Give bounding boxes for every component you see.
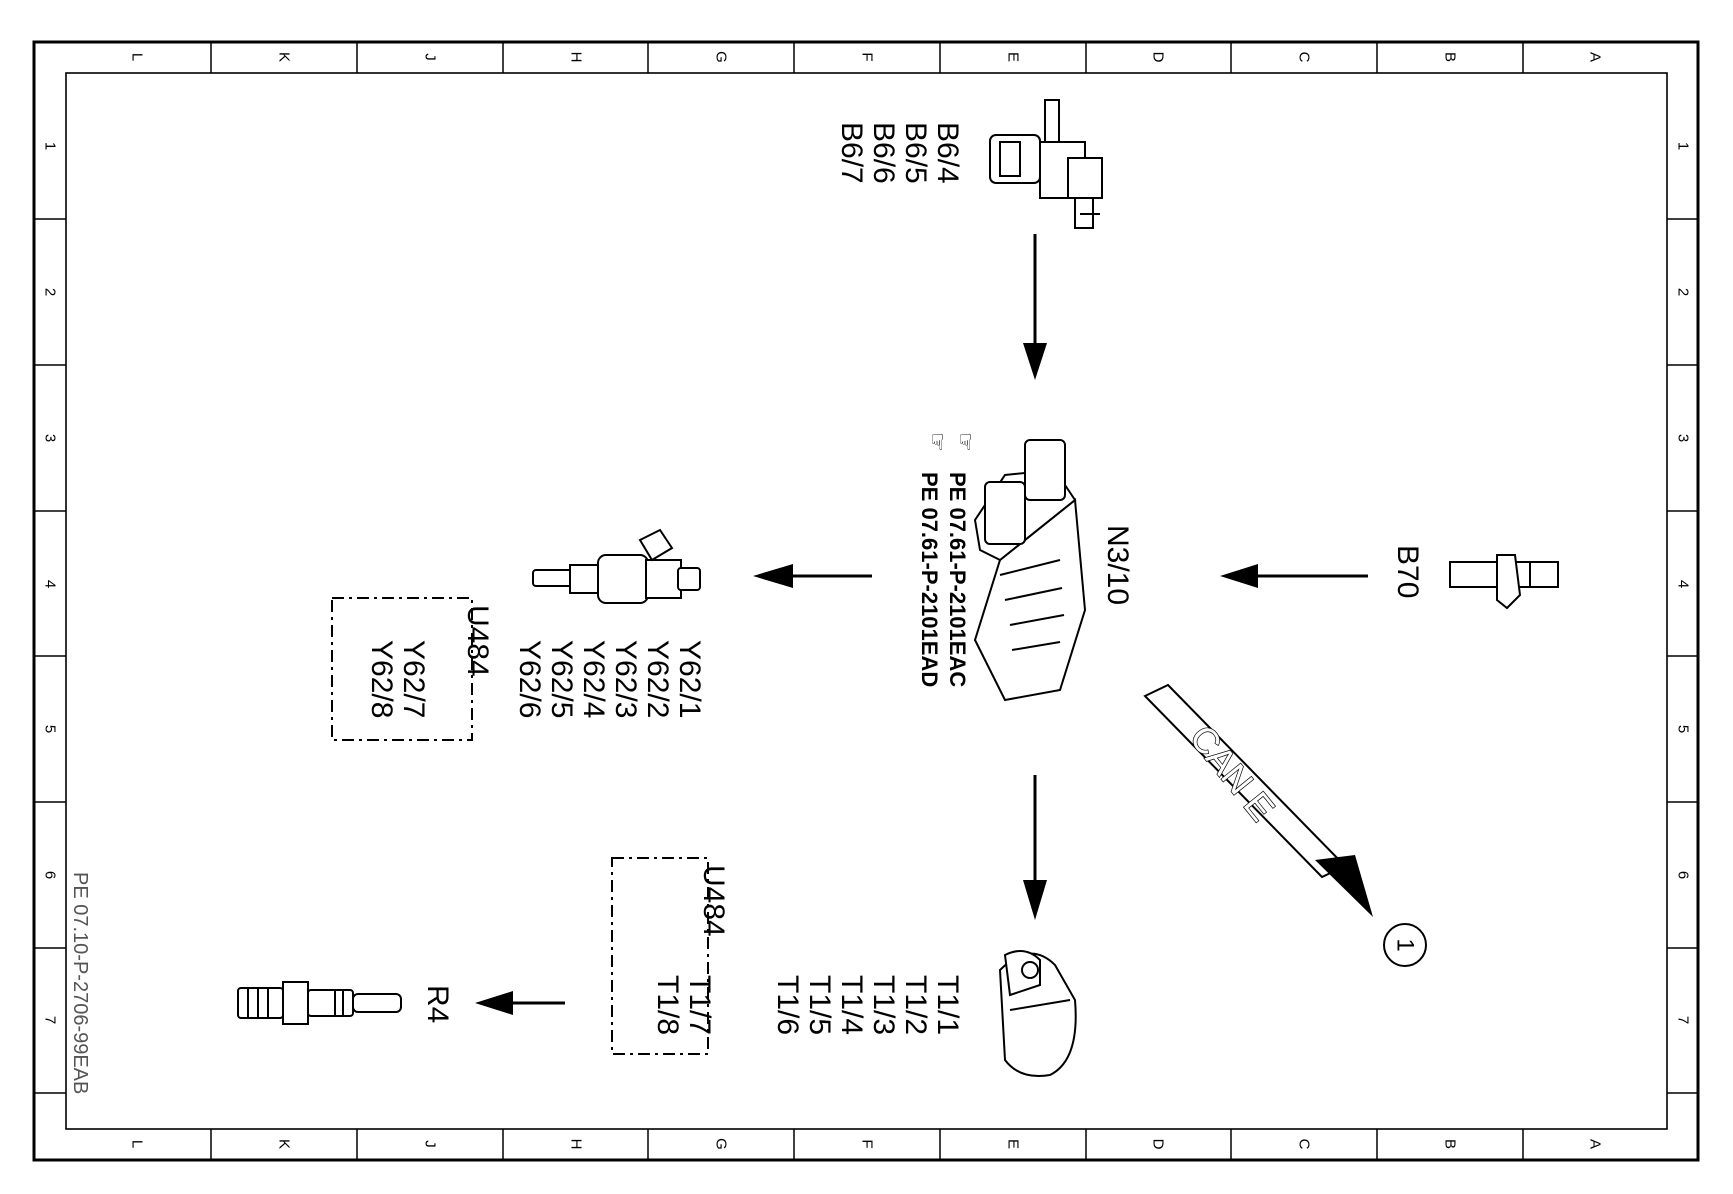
row-left-2: 2 [42, 288, 59, 296]
column-letters-bottom: L K J H G F E D C B A [129, 1138, 1604, 1150]
reference-circle-1-label: 1 [1392, 938, 1419, 951]
sensor-b70-icon [1449, 554, 1559, 610]
col-bottom-k: K [276, 1139, 293, 1149]
label-t1-5: T1/5 [803, 975, 836, 1035]
row-left-5: 5 [42, 725, 59, 733]
label-u484-injectors: U484 [461, 605, 494, 677]
injector-variant-box [331, 597, 473, 741]
label-b6-5: B6/5 [899, 122, 932, 184]
camshaft-sensor-icon [989, 99, 1103, 229]
label-t1-8: T1/8 [651, 975, 684, 1035]
col-top-c: C [1296, 52, 1313, 63]
injector-labels: Y62/1 Y62/2 Y62/3 Y62/4 Y62/5 Y62/6 [513, 640, 706, 718]
col-top-f: F [859, 52, 876, 61]
row-dividers [34, 218, 1698, 1094]
camshaft-sensor-labels: B6/4 B6/5 B6/6 B6/7 [835, 122, 964, 184]
outer-frame [32, 40, 1700, 1162]
row-right-1: 1 [1675, 142, 1692, 150]
reference-circle-1 [1383, 923, 1427, 967]
ignition-variant-labels: U484 T1/7 T1/8 [651, 865, 730, 1035]
label-can-e: CAN E [1182, 717, 1283, 828]
label-y62-2: Y62/2 [641, 640, 674, 718]
label-n3-10: N3/10 [1101, 525, 1134, 605]
col-top-l: L [129, 53, 146, 61]
row-numbers-left: 1 2 3 4 5 6 7 [42, 142, 59, 1024]
row-left-6: 6 [42, 871, 59, 879]
control-unit-icon [973, 439, 1087, 702]
label-y62-3: Y62/3 [609, 640, 642, 718]
label-y62-6: Y62/6 [513, 640, 546, 718]
row-right-2: 2 [1675, 288, 1692, 296]
col-bottom-a: A [1587, 1139, 1604, 1149]
row-left-1: 1 [42, 142, 59, 150]
arrow-b70-to-n3 [1220, 564, 1368, 588]
label-u484-coils: U484 [697, 865, 730, 937]
injector-variant-labels: U484 Y62/7 Y62/8 [365, 605, 494, 718]
row-right-5: 5 [1675, 725, 1692, 733]
label-y62-8: Y62/8 [365, 640, 398, 718]
row-left-4: 4 [42, 580, 59, 588]
ignition-variant-box [611, 857, 709, 1055]
col-bottom-l: L [129, 1140, 146, 1148]
pointer-icon-1: ☞ [953, 432, 978, 452]
ignition-coil-icon [998, 950, 1077, 1077]
col-top-a: A [1587, 52, 1604, 62]
inner-frame [65, 72, 1668, 1130]
col-top-e: E [1005, 52, 1022, 62]
col-top-h: H [568, 52, 585, 63]
col-top-j: J [422, 53, 439, 61]
col-top-g: G [713, 51, 730, 63]
reference-number: PE 07.10-P-2706-99EAB [69, 872, 91, 1094]
label-t1-3: T1/3 [867, 975, 900, 1035]
arrow-n3-to-injectors [753, 564, 872, 588]
ref-pe-2101ead: PE 07.61-P-2101EAD [917, 472, 942, 687]
can-e-bus [1143, 683, 1373, 917]
column-letters-top: L K J H G F E D C B A [129, 51, 1604, 63]
row-left-7: 7 [42, 1016, 59, 1024]
label-y62-1: Y62/1 [673, 640, 706, 718]
label-t1-2: T1/2 [899, 975, 932, 1035]
label-b6-7: B6/7 [835, 122, 868, 184]
col-top-b: B [1442, 52, 1459, 62]
label-b6-6: B6/6 [867, 122, 900, 184]
ignition-coil-labels: T1/1 T1/2 T1/3 T1/4 T1/5 T1/6 [771, 975, 964, 1035]
label-y62-5: Y62/5 [545, 640, 578, 718]
label-r4: R4 [421, 985, 454, 1023]
col-bottom-h: H [568, 1139, 585, 1150]
label-b6-4: B6/4 [931, 122, 964, 184]
label-y62-7: Y62/7 [397, 640, 430, 718]
col-top-k: K [276, 52, 293, 62]
row-right-7: 7 [1675, 1016, 1692, 1024]
col-bottom-b: B [1442, 1139, 1459, 1149]
col-top-d: D [1150, 52, 1167, 63]
row-right-6: 6 [1675, 871, 1692, 879]
arrow-b6-to-n3 [1023, 234, 1047, 380]
col-bottom-e: E [1005, 1139, 1022, 1149]
arrow-to-spark-plug [475, 991, 565, 1015]
column-dividers [210, 42, 1524, 1160]
spark-plug-icon [237, 981, 402, 1025]
col-bottom-c: C [1296, 1139, 1313, 1150]
pointer-icon-2: ☞ [925, 432, 950, 452]
row-left-3: 3 [42, 434, 59, 442]
label-t1-1: T1/1 [931, 975, 964, 1035]
row-numbers-right: 1 2 3 4 5 6 7 [1675, 142, 1692, 1024]
label-t1-4: T1/4 [835, 975, 868, 1035]
injector-icon [532, 528, 701, 604]
col-bottom-d: D [1150, 1139, 1167, 1150]
row-right-4: 4 [1675, 580, 1692, 588]
label-t1-6: T1/6 [771, 975, 804, 1035]
col-bottom-j: J [422, 1140, 439, 1148]
label-y62-4: Y62/4 [577, 640, 610, 718]
ref-pe-2101eac: PE 07.61-P-2101EAC [945, 472, 970, 687]
row-right-3: 3 [1675, 434, 1692, 442]
arrow-n3-to-coils [1023, 775, 1047, 920]
label-b70: B70 [1391, 545, 1424, 598]
label-t1-7: T1/7 [683, 975, 716, 1035]
col-bottom-g: G [713, 1138, 730, 1150]
col-bottom-f: F [859, 1139, 876, 1148]
